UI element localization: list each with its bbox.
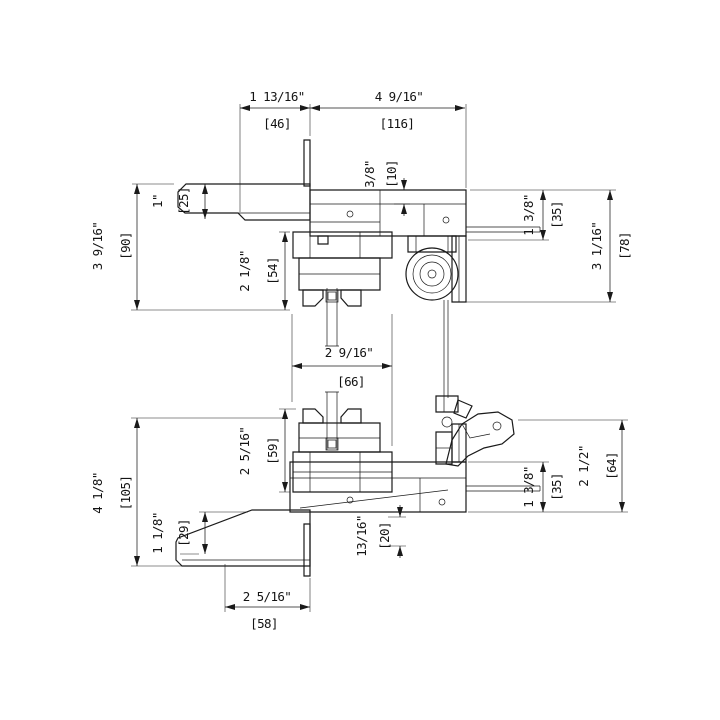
latch-block [435,431,453,465]
dim-90-inches: 3 9/16" [90,222,105,270]
head-nail-fin [303,139,311,187]
top-sash-chamber [298,257,381,291]
bottom-glass-spacer [325,437,339,451]
head-exterior-trim [177,183,311,221]
head-section-profile [177,139,541,428]
top-glass-spacer [325,289,339,303]
dim-78-mm: [78] [617,232,632,260]
sill-screw-boss-1 [346,496,354,504]
lock-keeper-hook [453,399,473,419]
dim-105-inches: 4 1/8" [90,472,105,514]
sill-frame-body [289,461,467,513]
top-sash-rail-outer [292,231,393,259]
bottom-glazing-bead-left [302,408,324,424]
bottom-glass-unit [325,391,339,450]
dim-116-mm: [116] [380,116,415,131]
bottom-glazing-bead-right [340,408,362,424]
head-screw-boss-1 [346,210,354,218]
dim-66-mm: [66] [337,374,365,389]
ext-line [131,417,288,567]
dim-35b-mm: [35] [549,473,564,501]
operator-housing [407,235,457,253]
sill-screw-boss-2 [438,498,446,506]
dim-35t-inches: 1 3/8" [521,194,536,236]
dim-59-mm: [59] [265,437,280,465]
dim-35b-inches: 1 3/8" [521,466,536,508]
dim-64-mm: [64] [604,452,619,480]
dim-25-mm: [25] [176,187,191,215]
top-glazing-bead-left [302,289,324,307]
lock-connector-bar [443,300,449,412]
operator-housing-ribs [415,236,449,252]
dim-20-inches: 13/16" [354,515,369,557]
bottom-sash-rail-outer [292,451,393,493]
dim-58-inches: 2 5/16" [243,589,291,604]
dim-29-mm: [29] [176,519,191,547]
ext-line [394,189,410,205]
dimension-labels: 1 13/16" [46] 4 9/16" [116] 3 9/16" [90]… [90,89,632,631]
roller-inner-ring [419,261,445,287]
lock-keeper-pin [441,416,453,428]
ext-line [291,314,393,446]
handle-inner-line [461,423,491,439]
dim-59-inches: 2 5/16" [237,427,252,475]
lock-keeper-block [435,395,459,413]
head-accessory-kerf [317,235,329,245]
top-sash-rail-ribs [309,232,361,258]
dim-66-inches: 2 9/16" [325,345,373,360]
dim-46-inches: 1 13/16" [249,89,304,104]
roller-middle-ring [412,254,452,294]
bottom-sash-chamber [298,422,381,453]
dim-90-mm: [90] [118,232,133,260]
bottom-sash-rail-ribs [293,452,392,492]
sill-exterior-trim [175,509,311,567]
sill-nail-fin [303,523,311,577]
dim-105-mm: [105] [118,476,133,511]
roller-hub [427,269,437,279]
dim-25-inches: 1" [150,194,165,208]
dim-58-mm: [58] [250,616,278,631]
dim-46-mm: [46] [263,116,291,131]
dim-10-inches: 3/8" [362,160,377,188]
dim-10-mm: [10] [384,160,399,188]
dim-20-mm: [20] [377,522,392,550]
head-screw-boss-2 [442,216,450,224]
dim-29-inches: 1 1/8" [150,512,165,554]
handle-pivot [492,421,502,431]
dim-54-inches: 2 1/8" [237,250,252,292]
handle-body [445,411,515,467]
dim-64-inches: 2 1/2" [576,445,591,487]
ext-line [468,461,628,513]
dim-78-inches: 3 1/16" [589,222,604,270]
head-frame-body [309,189,467,237]
dim-54-mm: [54] [265,257,280,285]
sill-slope-line [299,489,449,509]
dimension-lines [134,105,625,610]
dim-116-inches: 4 9/16" [375,89,423,104]
top-glazing-bead-right [340,289,362,307]
roller-outer-ring [405,247,459,301]
ext-line [224,564,311,612]
dim-35t-mm: [35] [549,201,564,229]
top-glass-unit [325,288,339,347]
sill-section-profile [175,391,541,577]
